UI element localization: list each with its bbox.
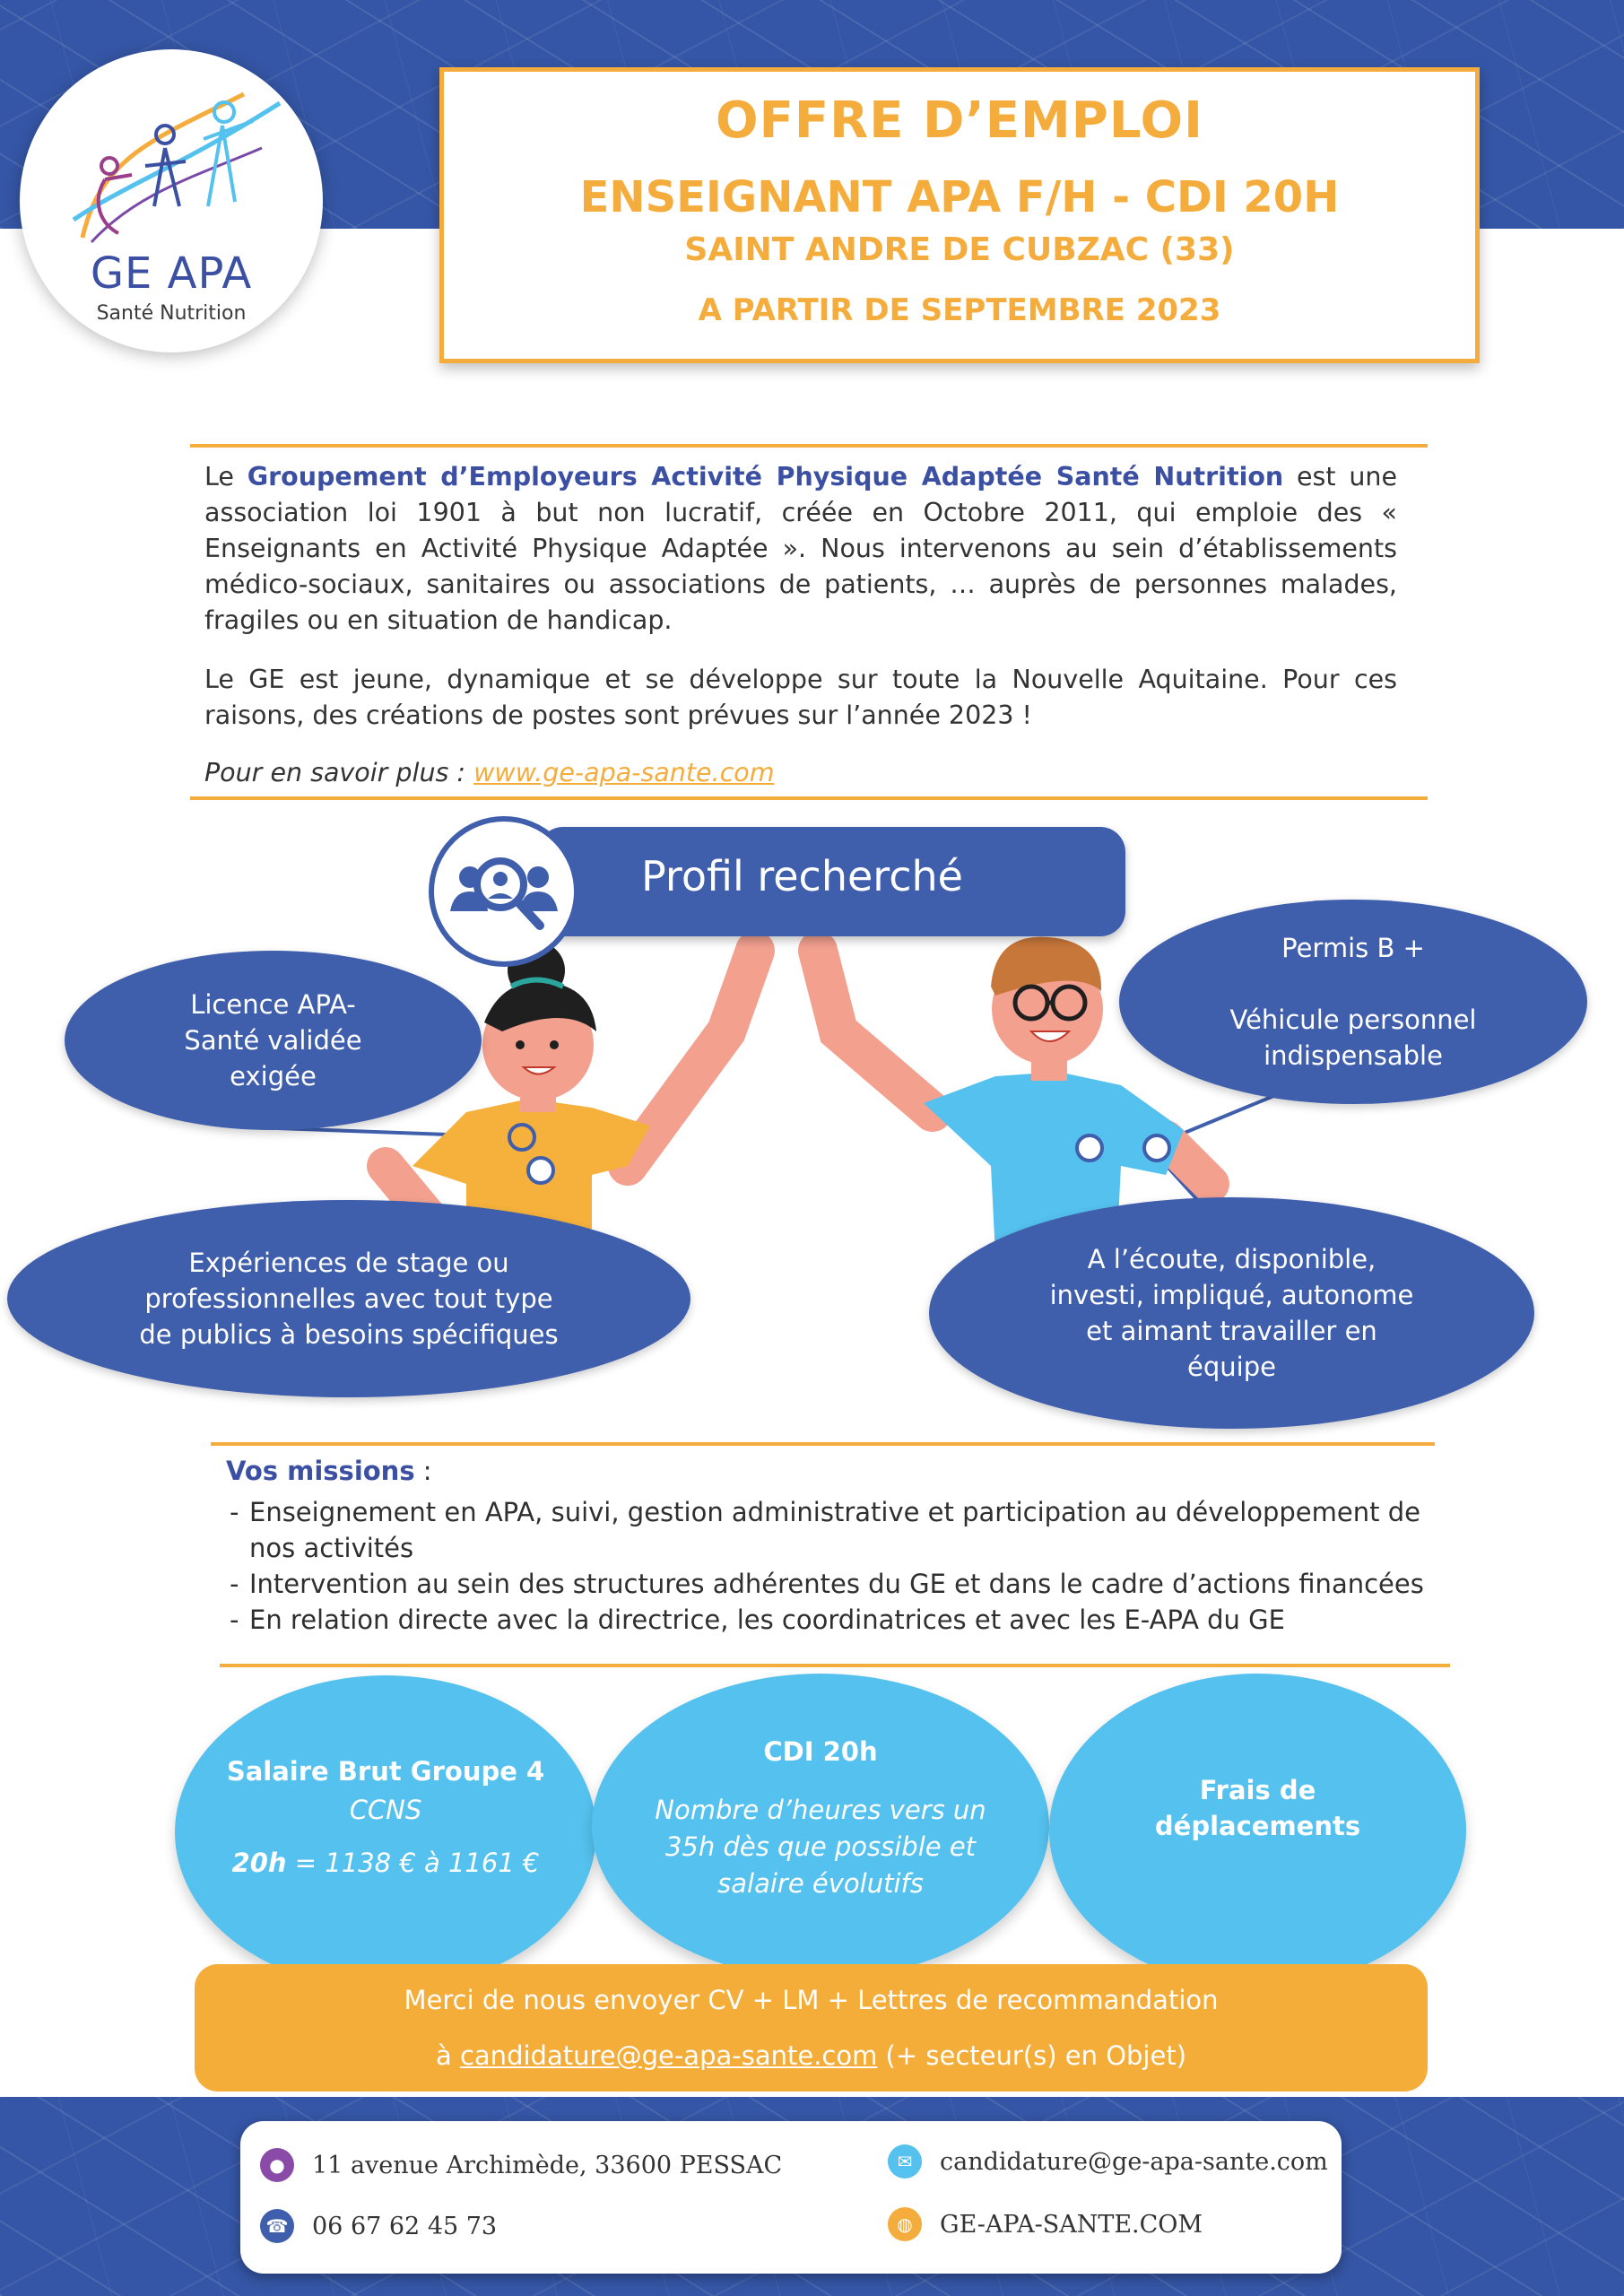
application-prefix: à — [435, 2040, 460, 2071]
profile-requirement-text: Permis B + Véhicule personnel indispensa… — [1229, 933, 1477, 1071]
salary-range: = 1138 € à 1161 € — [286, 1848, 540, 1878]
phone-text: 06 67 62 45 73 — [312, 2212, 498, 2240]
logo-figures-icon — [72, 91, 282, 244]
divider — [190, 796, 1428, 800]
missions-list: Enseignement en APA, suivi, gestion admi… — [226, 1494, 1472, 1638]
logo: GE APA Santé Nutrition — [20, 49, 323, 352]
divider — [190, 444, 1428, 448]
profile-requirement-text: A l’écoute, disponible, investi, impliqu… — [1049, 1244, 1414, 1382]
application-address-line: à candidature@ge-apa-sante.com (+ secteu… — [195, 2038, 1428, 2074]
profile-requirement-experience: Expériences de stage ou professionnelles… — [7, 1200, 690, 1397]
more-info-label: Pour en savoir plus : — [204, 758, 474, 787]
footer-email[interactable]: ✉ candidature@ge-apa-sante.com — [888, 2144, 1328, 2179]
job-title: ENSEIGNANT APA F/H - CDI 20H — [579, 172, 1340, 222]
divider — [211, 1442, 1435, 1446]
divider — [220, 1664, 1450, 1667]
profil-title: Profil recherché — [641, 852, 963, 900]
more-info-line: Pour en savoir plus : www.ge-apa-sante.c… — [204, 755, 1397, 791]
intro-paragraph-2: Le GE est jeune, dynamique et se dévelop… — [204, 665, 1397, 730]
intro-text: Le — [204, 462, 248, 491]
application-email-link[interactable]: candidature@ge-apa-sante.com — [459, 2040, 878, 2071]
job-start-date: A PARTIR DE SEPTEMBRE 2023 — [698, 292, 1221, 328]
application-instructions: Merci de nous envoyer CV + LM + Lettres … — [404, 1985, 1219, 2015]
logo-subtitle: Santé Nutrition — [96, 302, 247, 325]
application-suffix: (+ secteur(s) en Objet) — [877, 2040, 1187, 2071]
footer-address: ● 11 avenue Archimède, 33600 PESSAC — [260, 2148, 782, 2182]
organization-name: Groupement d’Employeurs Activité Physiqu… — [247, 462, 1284, 491]
salary-amount: 20h = 1138 € à 1161 € — [175, 1848, 596, 1878]
mission-item: Enseignement en APA, suivi, gestion admi… — [226, 1494, 1472, 1566]
salary-circle: Salaire Brut Groupe 4 CCNS 20h = 1138 € … — [175, 1675, 596, 1989]
footer-phone: ☎ 06 67 62 45 73 — [260, 2209, 497, 2243]
contract-details: Nombre d’heures vers un 35h dès que poss… — [655, 1795, 986, 1899]
contract-circle: CDI 20h Nombre d’heures vers un 35h dès … — [592, 1674, 1049, 1979]
profile-requirement-qualities: A l’écoute, disponible, investi, impliqu… — [929, 1197, 1534, 1429]
missions-heading-line: Vos missions : — [226, 1453, 1472, 1489]
mail-icon: ✉ — [888, 2144, 922, 2179]
profile-requirement-text: Expériences de stage ou professionnelles… — [139, 1248, 559, 1350]
intro-paragraph-1: Le Groupement d’Employeurs Activité Phys… — [204, 459, 1397, 639]
missions-colon: : — [414, 1456, 432, 1486]
website-link[interactable]: www.ge-apa-sante.com — [473, 758, 775, 787]
salary-convention: CCNS — [349, 1795, 422, 1825]
user-search-icon — [429, 816, 579, 967]
mission-item: Intervention au sein des structures adhé… — [226, 1566, 1472, 1602]
job-location: SAINT ANDRE DE CUBZAC (33) — [684, 231, 1235, 268]
people-illustration — [277, 907, 1283, 1256]
travel-circle: Frais de déplacements — [1049, 1674, 1466, 1987]
title-box: OFFRE D’EMPLOI ENSEIGNANT APA F/H - CDI … — [439, 67, 1480, 363]
email-text: candidature@ge-apa-sante.com — [940, 2147, 1328, 2176]
logo-name: GE APA — [90, 248, 253, 299]
contract-title: CDI 20h — [763, 1736, 878, 1767]
application-box: Merci de nous envoyer CV + LM + Lettres … — [195, 1964, 1428, 2092]
salary-title: Salaire Brut Groupe 4 — [226, 1756, 545, 1787]
offer-title: OFFRE D’EMPLOI — [716, 91, 1203, 150]
missions-section: Vos missions : Enseignement en APA, suiv… — [226, 1453, 1472, 1638]
salary-hours: 20h — [231, 1848, 287, 1878]
missions-heading: Vos missions — [226, 1456, 415, 1486]
profile-requirement-text: Licence APA- Santé validée exigée — [184, 989, 362, 1091]
footer-website[interactable]: ◍ GE-APA-SANTE.COM — [888, 2207, 1203, 2241]
website-text: GE-APA-SANTE.COM — [940, 2210, 1203, 2239]
profile-requirement-degree: Licence APA- Santé validée exigée — [65, 951, 482, 1130]
profile-requirement-license: Permis B + Véhicule personnel indispensa… — [1119, 900, 1587, 1104]
intro-text: est une association loi 1901 à but non l… — [204, 462, 1397, 635]
mission-item: En relation directe avec la directrice, … — [226, 1602, 1472, 1638]
travel-expenses: Frais de déplacements — [1154, 1775, 1361, 1841]
profil-banner: Profil recherché — [538, 827, 1125, 936]
contact-card: ● 11 avenue Archimède, 33600 PESSAC ☎ 06… — [240, 2121, 1342, 2274]
location-pin-icon: ● — [260, 2148, 294, 2182]
address-text: 11 avenue Archimède, 33600 PESSAC — [312, 2151, 783, 2179]
phone-icon: ☎ — [260, 2209, 294, 2243]
globe-icon: ◍ — [888, 2207, 922, 2241]
